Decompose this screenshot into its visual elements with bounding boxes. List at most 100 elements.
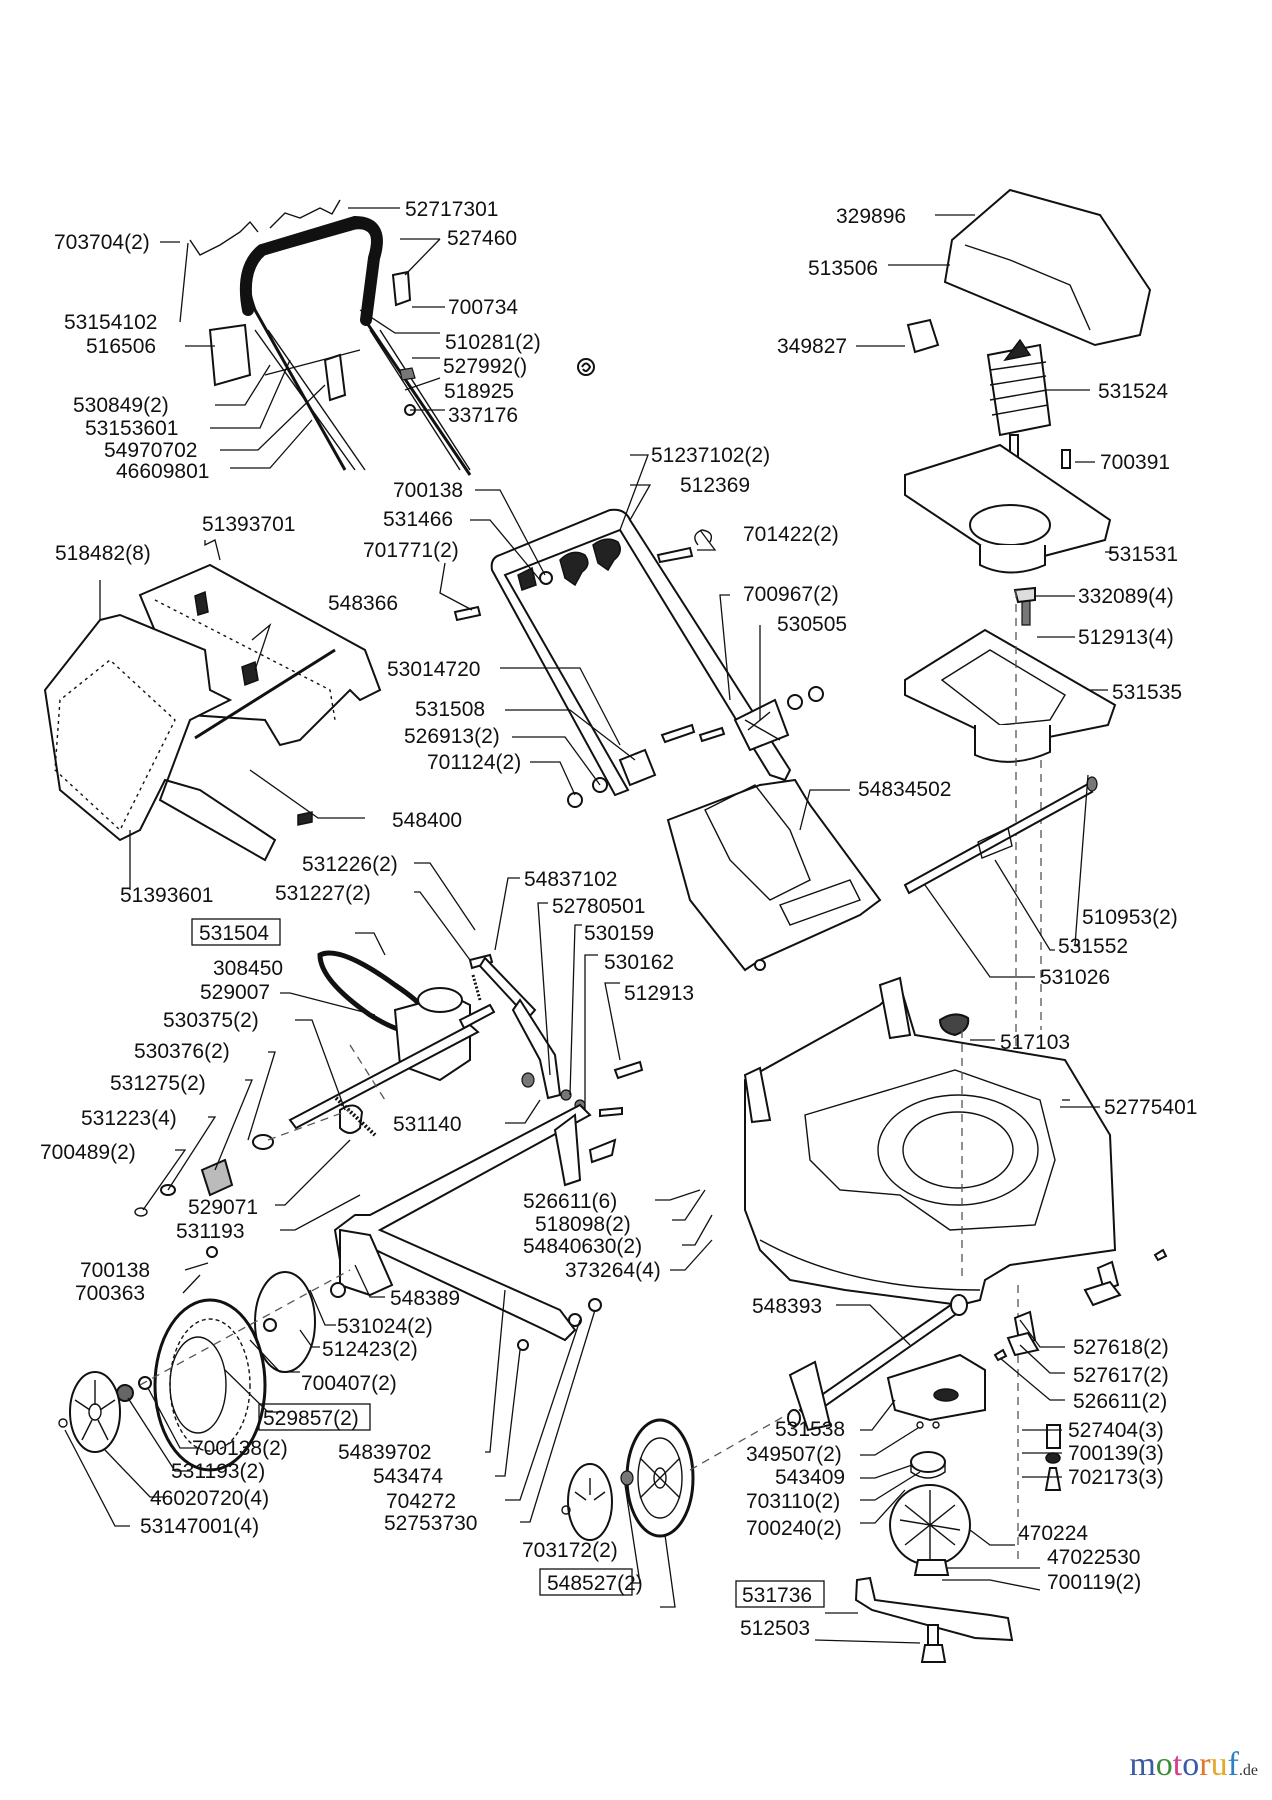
rear-axle <box>333 1103 617 1351</box>
label-701422: 701422(2) <box>743 523 839 546</box>
label-703172: 703172(2) <box>522 1539 618 1562</box>
label-51393701: 51393701 <box>202 513 295 536</box>
label-51393601: 51393601 <box>120 884 213 907</box>
label-548527-box: 548527(2) <box>539 1568 643 1596</box>
gearbox-drive <box>134 950 644 1217</box>
label-531275: 531275(2) <box>110 1072 206 1095</box>
label-529071: 529071 <box>188 1196 258 1219</box>
label-548527: 548527(2) <box>547 1572 643 1595</box>
label-512913-4: 512913(4) <box>1078 626 1174 649</box>
label-700240: 700240(2) <box>746 1517 842 1540</box>
label-548393: 548393 <box>752 1295 822 1318</box>
logo-letter: o <box>1182 1746 1200 1783</box>
label-531140: 531140 <box>393 1113 462 1136</box>
label-52775401: 52775401 <box>1104 1096 1197 1119</box>
mower-deck <box>743 976 1117 1307</box>
label-530162: 530162 <box>604 951 674 974</box>
label-529857: 529857(2) <box>263 1407 359 1430</box>
label-700119: 700119(2) <box>1047 1571 1141 1594</box>
label-527992: 527992() <box>443 355 527 378</box>
label-526611-6: 526611(6) <box>523 1190 617 1213</box>
label-53153601: 53153601 <box>85 417 178 440</box>
label-530505: 530505 <box>777 613 847 636</box>
motoruf-logo: motoruf.de <box>1129 1746 1258 1784</box>
label-700139: 700139(3) <box>1068 1442 1164 1465</box>
label-531535: 531535 <box>1112 681 1182 704</box>
label-548389: 548389 <box>390 1287 460 1310</box>
logo-letter: o <box>1155 1746 1173 1783</box>
logo-letter: r <box>1199 1746 1211 1783</box>
label-530159: 530159 <box>584 922 654 945</box>
recycle-symbol-icon <box>577 358 595 376</box>
label-52780501: 52780501 <box>552 895 645 918</box>
part-labels: 52717301 703704(2) 527460 700734 5315410… <box>40 198 1197 1640</box>
label-510281: 510281(2) <box>445 331 541 354</box>
label-700391: 700391 <box>1100 451 1170 474</box>
label-529857-box: 529857(2) <box>258 1403 371 1431</box>
label-531024: 531024(2) <box>337 1315 433 1338</box>
label-53014720: 53014720 <box>387 658 480 681</box>
logo-tld: .de <box>1238 1762 1258 1779</box>
label-701771: 701771(2) <box>363 539 459 562</box>
label-531736: 531736 <box>742 1584 812 1607</box>
label-337176: 337176 <box>448 404 518 427</box>
label-526611-2: 526611(2) <box>1073 1390 1167 1413</box>
label-512913: 512913 <box>624 982 694 1005</box>
front-wheel <box>561 1418 695 1541</box>
label-531193: 531193 <box>176 1220 245 1243</box>
label-470224: 470224 <box>1018 1522 1088 1545</box>
label-54837102: 54837102 <box>524 868 617 891</box>
deck-spacers <box>1044 1424 1062 1491</box>
label-373264: 373264(4) <box>565 1259 661 1282</box>
label-700363: 700363 <box>75 1282 145 1305</box>
label-54970702: 54970702 <box>104 439 197 462</box>
label-512423: 512423(2) <box>322 1338 418 1361</box>
label-52717301: 52717301 <box>405 198 498 221</box>
label-703704: 703704(2) <box>54 231 150 254</box>
label-703110: 703110(2) <box>746 1490 840 1513</box>
label-531531: 531531 <box>1108 543 1178 566</box>
motor-mount-plate <box>904 586 1117 763</box>
label-531736-box: 531736 <box>735 1580 825 1608</box>
label-531552: 531552 <box>1058 935 1128 958</box>
label-531504: 531504 <box>199 922 269 945</box>
label-529007: 529007 <box>200 981 270 1004</box>
label-349827: 349827 <box>777 335 847 358</box>
logo-letter: u <box>1210 1746 1228 1783</box>
label-700407: 700407(2) <box>301 1372 397 1395</box>
lower-handle-frame <box>453 508 824 808</box>
label-527617: 527617(2) <box>1073 1364 1169 1387</box>
label-47022530: 47022530 <box>1047 1546 1140 1569</box>
label-543474: 543474 <box>373 1465 443 1488</box>
label-531226: 531226(2) <box>302 853 398 876</box>
label-531504-box: 531504 <box>191 918 281 946</box>
label-332089: 332089(4) <box>1078 585 1174 608</box>
label-531223: 531223(4) <box>81 1107 177 1130</box>
label-531538: 531538 <box>775 1418 845 1441</box>
label-526913: 526913(2) <box>404 725 500 748</box>
label-704272: 704272 <box>386 1490 456 1513</box>
label-54840630: 54840630(2) <box>523 1235 642 1258</box>
label-530375: 530375(2) <box>163 1009 259 1032</box>
flap-rod <box>903 776 1098 895</box>
label-702173: 702173(3) <box>1068 1466 1164 1489</box>
label-52753730: 52753730 <box>384 1512 477 1535</box>
label-349507: 349507(2) <box>746 1443 842 1466</box>
label-700734: 700734 <box>448 296 518 319</box>
leader-lines <box>64 207 1117 1644</box>
label-53147001: 53147001(4) <box>140 1515 259 1538</box>
label-700138-handle: 700138 <box>393 479 463 502</box>
label-53154102: 53154102 <box>64 311 157 334</box>
label-531026: 531026 <box>1040 966 1110 989</box>
label-329896: 329896 <box>836 205 906 228</box>
logo-letter: f <box>1227 1746 1239 1783</box>
label-518098: 518098(2) <box>535 1213 631 1236</box>
label-527618: 527618(2) <box>1073 1336 1169 1359</box>
label-531466: 531466 <box>383 508 453 531</box>
logo-letter: t <box>1172 1746 1183 1783</box>
label-531508: 531508 <box>415 698 485 721</box>
label-531193-2: 531193(2) <box>171 1460 265 1483</box>
label-530849: 530849(2) <box>73 394 169 417</box>
upper-handle-assembly <box>189 199 472 476</box>
